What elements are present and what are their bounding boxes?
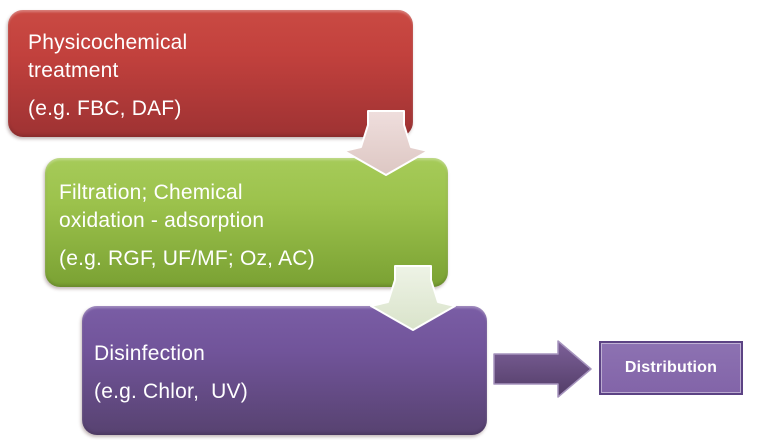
- step-physicochemical-treatment: Physicochemical treatment (e.g. FBC, DAF…: [8, 10, 413, 137]
- step-filtration-oxidation: Filtration; Chemical oxidation - adsorpt…: [45, 158, 448, 287]
- step-title: Disinfection: [94, 342, 205, 365]
- step-subtitle: (e.g. RGF, UF/MF; Oz, AC): [59, 247, 315, 270]
- right-arrow: [493, 340, 592, 398]
- step-subtitle: (e.g. Chlor, UV): [94, 380, 248, 403]
- distribution-box: Distribution: [599, 341, 743, 395]
- step-title: Physicochemical treatment: [28, 31, 188, 82]
- step-subtitle: (e.g. FBC, DAF): [28, 97, 182, 120]
- distribution-label: Distribution: [624, 359, 718, 376]
- step-title: Filtration; Chemical oxidation - adsorpt…: [59, 181, 265, 232]
- step-disinfection: Disinfection (e.g. Chlor, UV): [82, 306, 487, 435]
